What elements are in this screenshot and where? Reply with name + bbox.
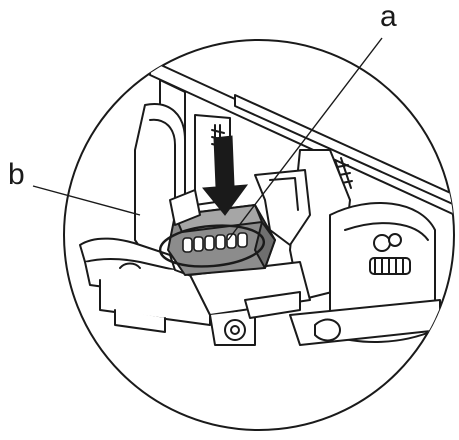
callout-a-leader <box>227 37 383 241</box>
down-arrow-icon <box>202 135 249 216</box>
lower-mechanism <box>189 261 311 346</box>
highlight-ellipse <box>158 224 266 268</box>
gear-assembly <box>369 233 411 275</box>
callout-b-leader <box>32 185 141 216</box>
lock-lever <box>79 237 216 333</box>
callout-b-label: b <box>8 158 25 191</box>
print-head-holder <box>169 169 311 246</box>
callout-a-label: a <box>380 0 397 33</box>
